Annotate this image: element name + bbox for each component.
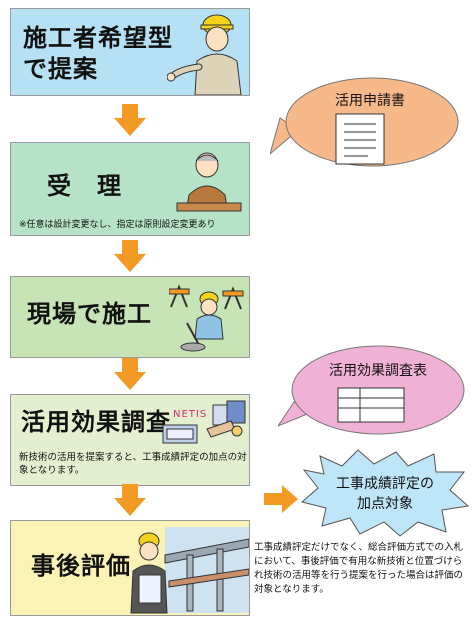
step-acceptance-title: 受 理	[47, 172, 122, 200]
arrow-to-bonus	[264, 485, 298, 513]
flow-arrow-2	[114, 240, 146, 272]
worker-pointing-icon	[167, 14, 242, 95]
netis-badge: NETIS	[173, 409, 208, 420]
bubble-survey-label: 活用効果調査表	[329, 363, 427, 379]
bubble-application-form: 活用申請書	[270, 72, 460, 172]
bubble-application-label: 活用申請書	[335, 93, 405, 109]
step-survey-box: 活用効果調査 NETIS 新技術の活用を提案すると、工事成績評定の加点の対象とな…	[10, 394, 250, 486]
step-post-evaluation-title: 事後評価	[31, 552, 131, 580]
step-survey-note: 新技術の活用を提案すると、工事成績評定の加点の対象となります。	[19, 452, 247, 476]
bubble-bonus: 工事成績評定の 加点対象	[300, 448, 470, 538]
step-acceptance-box: 受 理 ※任意は設計変更なし、指定は原則設定変更あり	[10, 142, 250, 236]
worker-with-bridge-icon	[130, 527, 249, 614]
bubble-bonus-label: 工事成績評定の 加点対象	[336, 476, 434, 512]
flow-arrow-4	[114, 484, 146, 516]
step-post-evaluation-box: 事後評価	[10, 520, 250, 616]
flow-arrow-3	[114, 358, 146, 390]
official-at-desk-icon	[176, 152, 242, 212]
step-construction-box: 現場で施工	[10, 276, 250, 358]
post-evaluation-description: 工事成績評定だけでなく、総合評価方式での入札において、事後評価で有用な新技術と位…	[254, 542, 464, 595]
step-survey-title: 活用効果調査	[21, 408, 171, 436]
construction-worker-icon	[169, 284, 244, 352]
step-proposal-box: 施工者希望型 で提案	[10, 8, 250, 96]
bubble-survey-form: 活用効果調査表	[278, 342, 468, 442]
survey-equipment-icon	[162, 400, 246, 444]
step-proposal-title: 施工者希望型 で提案	[23, 24, 173, 83]
flow-arrow-1	[114, 104, 146, 136]
step-acceptance-note: ※任意は設計変更なし、指定は原則設定変更あり	[19, 220, 216, 230]
step-construction-title: 現場で施工	[27, 300, 152, 328]
